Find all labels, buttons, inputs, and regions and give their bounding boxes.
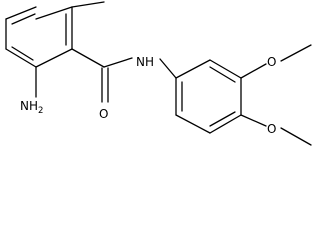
methoxy-upper-oxygen-label: O	[267, 55, 276, 69]
chemical-structure: NH2 O NH O O	[5, 1, 312, 146]
left-benzene-ring	[5, 6, 73, 68]
amine-label: NH2	[20, 99, 43, 116]
ring1-bond-upper-left	[5, 6, 37, 20]
ring2-inner-bond-a	[209, 66, 236, 83]
ring1-bond-bottom-left	[5, 48, 37, 68]
ring2-bond-bottom-right	[209, 114, 242, 134]
amide-group	[71, 48, 177, 103]
nitrogen-to-ring-bond	[159, 58, 177, 79]
ring1-inner-bond-c	[11, 46, 34, 61]
methoxy-lower-methyl-bond	[280, 127, 312, 146]
ring2-bond-left-upper	[175, 59, 211, 79]
ring1-inner-bond-a	[11, 13, 36, 25]
methoxy-upper-ring-bond	[240, 63, 267, 79]
methoxy-upper-methyl-bond	[280, 44, 312, 62]
ring2-bond-top-right	[209, 59, 242, 79]
ring1-bond-right-lower	[35, 48, 73, 68]
ring1-bond-top-left	[35, 6, 73, 20]
methyl-bond	[71, 1, 105, 8]
right-benzene-ring	[175, 59, 242, 134]
methoxy-lower-oxygen-label: O	[267, 122, 276, 136]
amide-nitrogen-label: NH	[136, 55, 154, 69]
ring2-bond-bottom-left	[175, 114, 211, 134]
carbonyl-to-nitrogen-bond	[103, 57, 133, 68]
carbonyl-oxygen-label: O	[99, 107, 108, 121]
ring-to-carbonyl-bond	[71, 48, 105, 68]
methoxy-lower-ring-bond	[240, 114, 267, 127]
ring2-inner-bond-b	[209, 111, 236, 127]
